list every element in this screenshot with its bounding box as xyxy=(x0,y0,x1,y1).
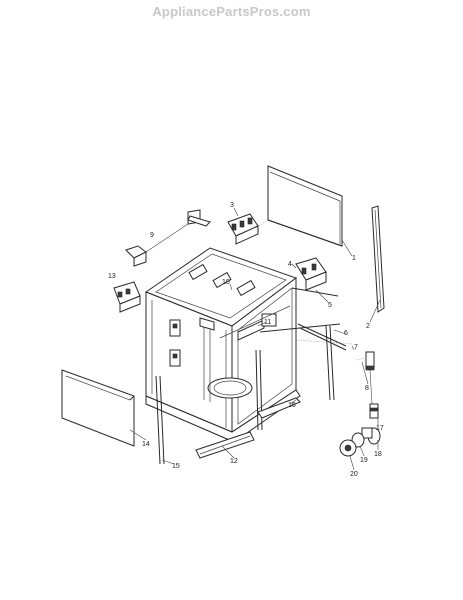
part-label-1: 1 xyxy=(352,255,356,262)
part-right-bracket xyxy=(295,257,327,291)
part-label-20: 20 xyxy=(350,471,358,478)
part-inlet-assembly xyxy=(339,351,381,457)
part-label-3: 3 xyxy=(230,202,234,209)
part-label-12: 12 xyxy=(230,458,238,465)
part-label-19: 19 xyxy=(360,457,368,464)
part-bottom-rail xyxy=(257,397,301,419)
part-label-7: 7 xyxy=(354,344,358,351)
part-label-9: 9 xyxy=(150,232,154,239)
part-left-trim-strip xyxy=(155,375,165,465)
part-side-trim-strip xyxy=(371,205,385,313)
part-label-13: 13 xyxy=(108,273,116,280)
part-mounting-brackets xyxy=(125,209,211,267)
part-label-6: 6 xyxy=(344,330,348,337)
part-side-bracket xyxy=(113,281,141,313)
part-label-18: 18 xyxy=(374,451,382,458)
part-front-panel xyxy=(61,369,135,447)
leader-lines xyxy=(129,207,381,471)
part-rear-panel xyxy=(247,165,343,247)
part-label-4: 4 xyxy=(288,261,292,268)
watermark-text: AppliancePartsPros.com xyxy=(152,4,311,19)
part-top-bracket xyxy=(227,213,259,245)
part-number-labels: 1 2 3 4 5 6 7 8 9 10 11 12 13 14 15 16 1… xyxy=(108,202,384,478)
part-label-2: 2 xyxy=(366,323,370,330)
part-label-16: 16 xyxy=(288,402,296,409)
part-label-15: 15 xyxy=(172,463,180,470)
part-label-8: 8 xyxy=(365,385,369,392)
part-label-17: 17 xyxy=(376,425,384,432)
part-label-5: 5 xyxy=(328,302,332,309)
part-rack-rails xyxy=(255,287,353,431)
part-kick-plate xyxy=(195,431,255,459)
part-label-10: 10 xyxy=(222,279,230,286)
part-label-14: 14 xyxy=(142,441,150,448)
part-label-11: 11 xyxy=(264,319,271,326)
part-tub-assembly xyxy=(144,247,301,443)
